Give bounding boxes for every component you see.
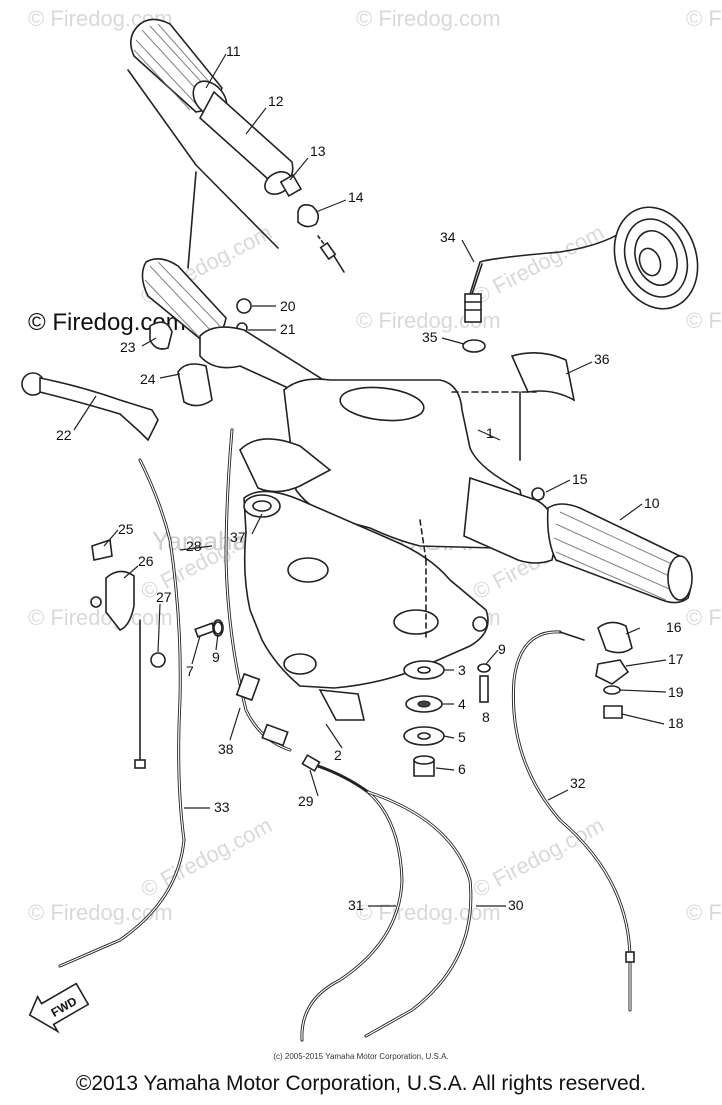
watermark: © Firedog.com	[28, 900, 173, 925]
watermark: © Firedog.com	[686, 6, 722, 31]
callout-6: 6	[458, 761, 466, 777]
callout-21: 21	[280, 321, 296, 337]
callout-25: 25	[118, 521, 134, 537]
callout-32: 32	[570, 775, 586, 791]
callout-28: 28	[186, 538, 202, 554]
callout-35: 35	[422, 329, 438, 345]
washer-9-left	[213, 621, 223, 635]
upper-grip-assembly	[127, 18, 345, 273]
small-credit-text: (c) 2005-2015 Yamaha Motor Corporation, …	[273, 1052, 449, 1061]
callout-8: 8	[482, 709, 490, 725]
bracket-23	[149, 321, 173, 350]
callout-17: 17	[668, 651, 684, 667]
cables	[58, 428, 635, 1042]
left-grip	[141, 258, 227, 343]
callout-34: 34	[440, 229, 456, 245]
star-17	[595, 659, 630, 685]
callout-5: 5	[458, 729, 466, 745]
callout-37: 37	[230, 529, 246, 545]
nut-27	[150, 652, 166, 668]
callout-10: 10	[644, 495, 660, 511]
washer-35	[462, 339, 486, 353]
switch-16	[597, 621, 633, 654]
callout-22: 22	[56, 427, 72, 443]
callout-11: 11	[226, 43, 241, 59]
callout-26: 26	[138, 553, 154, 569]
callout-3: 3	[458, 662, 466, 678]
watermark: © Firedog.com	[28, 605, 173, 630]
callout-30: 30	[508, 897, 524, 913]
callout-9: 9	[212, 649, 220, 665]
grommet-37	[243, 494, 281, 518]
throttle-collar-13	[264, 171, 303, 198]
cap-20	[236, 298, 252, 314]
watermark: © Firedog.com	[469, 812, 608, 902]
callouts: 11 12 13 14 34 20 21 35 36 23 24 22 1 15…	[56, 43, 684, 913]
washer-5	[403, 726, 445, 746]
handlebar-body	[199, 326, 693, 604]
right-switch	[595, 621, 633, 719]
callout-36: 36	[594, 351, 610, 367]
watermark: © Firedog.com	[356, 900, 501, 925]
callout-7: 7	[186, 663, 194, 679]
grip-10	[546, 503, 693, 604]
callout-15: 15	[572, 471, 588, 487]
watermark: © Firedog.com	[686, 900, 722, 925]
exploded-guide-line	[187, 171, 197, 269]
washer-3	[403, 660, 445, 680]
screw-15	[531, 487, 545, 501]
copyright-text: ©2013 Yamaha Motor Corporation, U.S.A. A…	[75, 1072, 647, 1095]
watermark: © Firedog.com	[686, 308, 722, 333]
callout-24: 24	[140, 371, 156, 387]
callout-4: 4	[458, 696, 466, 712]
cable-end-14	[297, 204, 345, 273]
holder-24	[177, 363, 213, 407]
callout-16: 16	[666, 619, 682, 635]
handlebar-parts-diagram: © Firedog.com © Firedog.com © Firedog.co…	[21, 6, 722, 1042]
switch-26	[105, 570, 135, 631]
screw-18	[603, 705, 623, 719]
plate-36	[510, 352, 576, 402]
callout-20: 20	[280, 298, 296, 314]
lever-22	[21, 372, 159, 442]
watermark: © Firedog.com	[356, 6, 501, 31]
callout-1: 1	[486, 425, 494, 441]
forward-arrow: FWD	[28, 982, 90, 1034]
callout-12: 12	[268, 93, 284, 109]
watermark: © Firedog.com	[469, 219, 608, 309]
callout-19: 19	[668, 684, 684, 700]
callout-23: 23	[120, 339, 136, 355]
washer-19	[603, 685, 621, 695]
bolt-8	[477, 663, 491, 703]
left-switch	[90, 538, 166, 668]
junction-29	[301, 754, 321, 772]
callout-18: 18	[668, 715, 684, 731]
callout-9-right: 9	[498, 641, 506, 657]
callout-31: 31	[348, 897, 364, 913]
watermark: © Firedog.com	[686, 605, 722, 630]
exploded-guide-line	[127, 69, 279, 249]
watermark: © Firedog.com	[137, 812, 276, 902]
callout-14: 14	[348, 189, 364, 205]
washer-stack	[403, 660, 445, 777]
clamp-25	[91, 538, 113, 561]
callout-33: 33	[214, 799, 230, 815]
callout-27: 27	[156, 589, 172, 605]
mirror-34	[464, 206, 699, 323]
callout-2: 2	[334, 747, 342, 763]
callout-13: 13	[310, 143, 326, 159]
callout-29: 29	[298, 793, 314, 809]
callout-38: 38	[218, 741, 234, 757]
